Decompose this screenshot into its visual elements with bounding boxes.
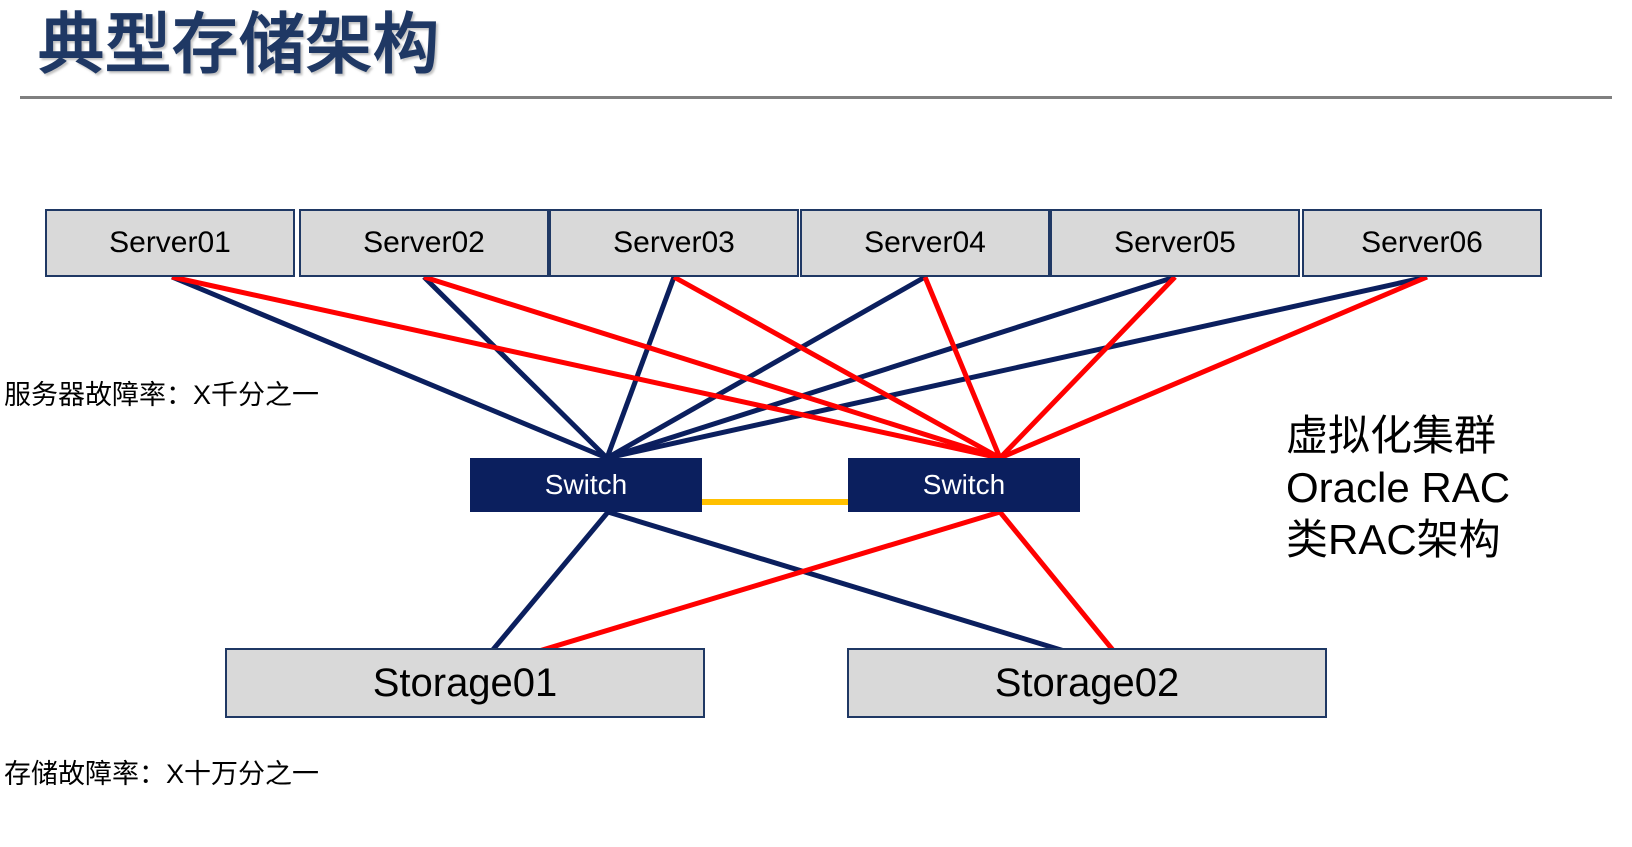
link-server05-switch01	[606, 274, 1176, 461]
left-switch-to-storage-links	[474, 509, 1131, 674]
node-server03[interactable]: Server03	[549, 209, 799, 277]
node-server01[interactable]: Server01	[45, 209, 295, 277]
node-server02[interactable]: Server02	[299, 209, 549, 277]
server-to-right-switch-links	[171, 274, 1428, 461]
link-server02-switch01	[422, 275, 609, 460]
link-switch01-storage02	[607, 509, 1131, 674]
node-label: Server02	[363, 226, 485, 259]
node-server05[interactable]: Server05	[1050, 209, 1300, 277]
link-server03-switch02	[672, 274, 1002, 461]
link-server04-switch02	[922, 276, 1003, 459]
node-label: Server01	[109, 226, 231, 259]
right-switch-to-storage-links	[475, 509, 1132, 673]
link-switch01-storage01	[474, 510, 610, 672]
node-switch02[interactable]: Switch	[848, 458, 1080, 512]
node-label: Server04	[864, 226, 986, 259]
link-server02-switch02	[423, 274, 1001, 461]
link-server05-switch02	[998, 275, 1177, 460]
node-label: Server06	[1361, 226, 1483, 259]
server-to-left-switch-links	[171, 274, 1428, 461]
node-label: Switch	[544, 469, 628, 500]
node-server04[interactable]: Server04	[800, 209, 1050, 277]
link-server01-switch01	[171, 274, 608, 461]
node-server06[interactable]: Server06	[1302, 209, 1542, 277]
node-storage02[interactable]: Storage02	[847, 648, 1327, 718]
server-failure-rate-caption: 服务器故障率：X千分之一	[4, 380, 320, 410]
node-label: Server05	[1114, 226, 1236, 259]
node-storage01[interactable]: Storage01	[225, 648, 705, 718]
node-label: Storage01	[372, 660, 558, 705]
cluster-annotation-line-2: Oracle RAC	[1286, 464, 1511, 511]
link-server04-switch01	[605, 274, 927, 461]
link-switch02-storage01	[475, 509, 1001, 673]
link-server01-switch02	[171, 274, 1001, 461]
node-switch01[interactable]: Switch	[470, 458, 702, 512]
node-label: Switch	[922, 469, 1006, 500]
link-switch02-storage02	[998, 510, 1132, 673]
link-server06-switch01	[606, 274, 1428, 461]
node-label: Server03	[613, 226, 735, 259]
link-server06-switch02	[999, 274, 1428, 461]
cluster-annotation: 虚拟化集群 Oracle RAC 类RAC架构	[1286, 410, 1510, 566]
title-divider	[20, 96, 1612, 99]
page-title: 典型存储架构	[38, 7, 440, 81]
node-label: Storage02	[994, 660, 1180, 705]
cluster-annotation-line-1: 虚拟化集群	[1286, 412, 1497, 459]
link-server03-switch01	[604, 276, 677, 459]
storage-failure-rate-caption: 存储故障率：X十万分之一	[4, 759, 320, 789]
cluster-annotation-line-3: 类RAC架构	[1286, 516, 1501, 563]
